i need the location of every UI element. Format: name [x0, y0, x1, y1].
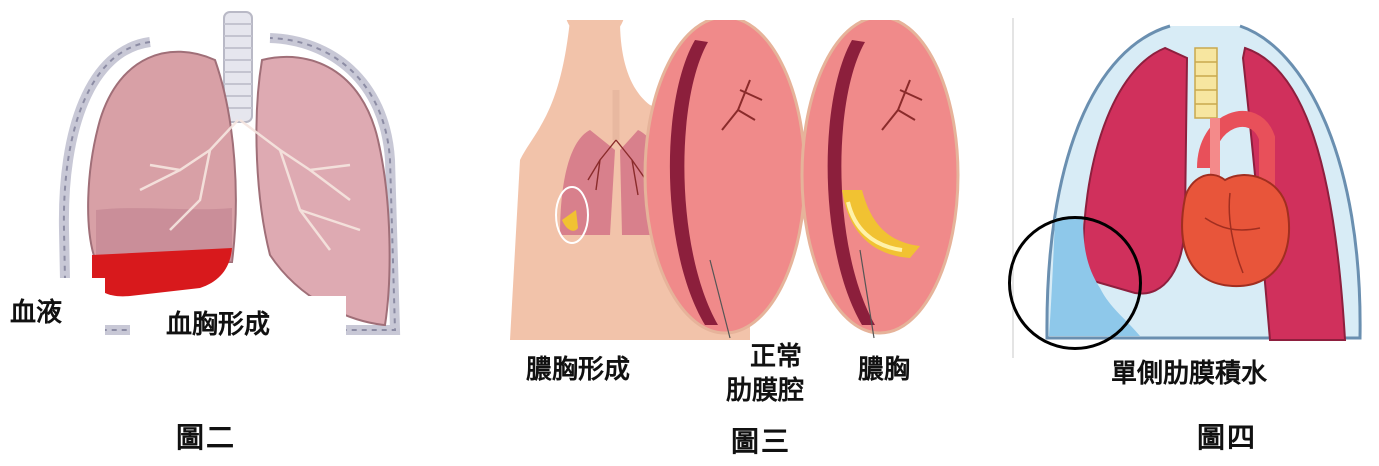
figure-3-caption: 圖三 [731, 428, 791, 456]
hemothorax-formation-label: 血胸形成 [166, 312, 270, 338]
empyema-formation-label: 膿胸形成 [526, 357, 630, 383]
effusion-highlight-circle [1008, 216, 1142, 350]
unilateral-effusion-label: 單側肋膜積水 [1111, 361, 1267, 387]
normal-pleural-label-line1: 正常 [750, 344, 802, 370]
figure-4-caption: 圖四 [1197, 424, 1257, 452]
empyema-torso-image [500, 20, 960, 340]
figure-2-caption: 圖二 [176, 424, 236, 452]
figure-3-illustration [500, 20, 960, 340]
blood-label: 血液 [10, 300, 62, 326]
normal-pleural-label-line2: 肋膜腔 [726, 378, 804, 404]
empyema-label: 膿胸 [858, 357, 910, 383]
